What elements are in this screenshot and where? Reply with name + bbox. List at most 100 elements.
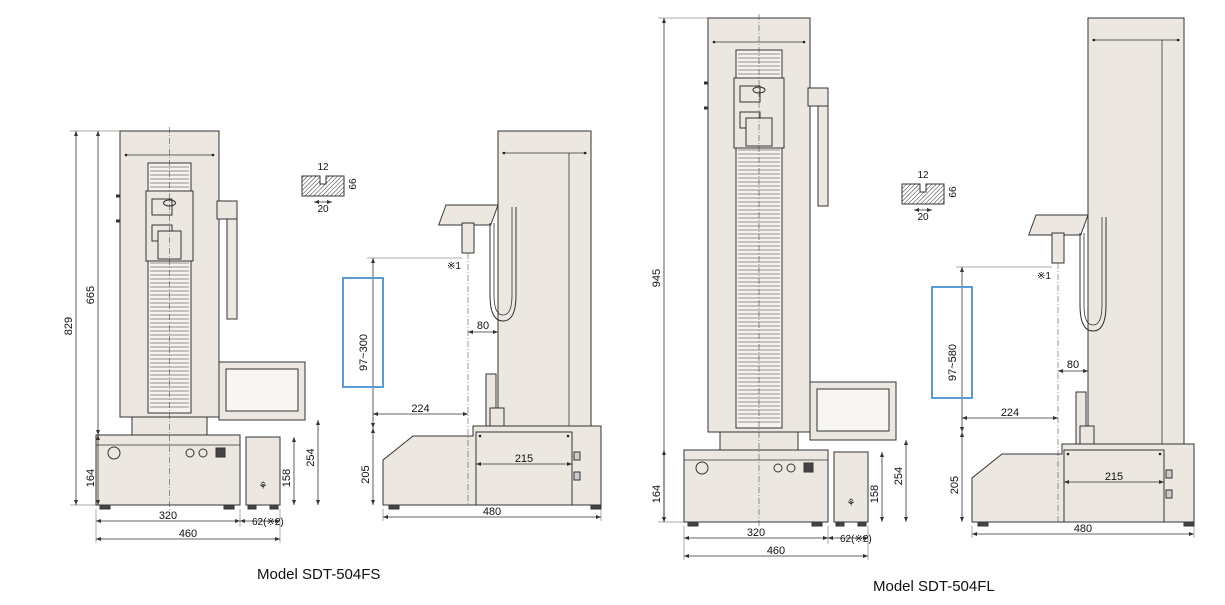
side-gauge [1079, 425, 1095, 445]
carriage-block [151, 198, 173, 216]
dim-side-total-arrow-r [596, 515, 601, 519]
dim-side-offset-arrow-r [1053, 416, 1058, 420]
t-slot-section [901, 183, 945, 205]
dim-controller-width-arrow-l [828, 536, 833, 540]
dim-controller-height-value: 158 [281, 469, 293, 487]
dim-side-box-arrow-l [1064, 480, 1069, 484]
dim-display-height-arrow-t [316, 420, 320, 425]
side-foot [388, 504, 400, 510]
dim-controller-width-arrow-r [863, 536, 868, 540]
side-probe [461, 222, 475, 254]
controller-foot [857, 521, 867, 527]
dim-display-height-value: 254 [305, 448, 317, 466]
control-knob-icon [198, 448, 208, 458]
base-body [683, 449, 829, 523]
dim-total-width-arrow-l [684, 554, 689, 558]
stroke-range-highlight-box [342, 277, 384, 388]
side-gauge [489, 407, 505, 427]
side-box [475, 431, 573, 506]
dim-side-base-value: 205 [360, 465, 372, 483]
side-box [1063, 449, 1165, 523]
dim-column-offset-arrow-r [1083, 369, 1088, 373]
side-bracket [216, 200, 238, 220]
t-slot-width-dim-arrow-r [927, 208, 932, 212]
dim-side-total-arrow-l [383, 515, 388, 519]
dim-stroke-value: 97~300 [358, 334, 370, 371]
dim-column-offset-arrow-r [493, 330, 498, 334]
dim-stroke-arrow-t [960, 267, 964, 272]
bolt-dot [502, 151, 506, 155]
dim-base-width-arrow-l [684, 536, 689, 540]
dim-column-offset-arrow-l [468, 330, 473, 334]
dim-stroke-value: 97~580 [947, 344, 959, 381]
bolt-dot [1066, 452, 1070, 456]
side-probe [1051, 232, 1065, 264]
dim-controller-height-arrow-b [292, 500, 296, 505]
base-foot [811, 521, 823, 527]
power-knob-icon [695, 461, 709, 475]
dim-side-base-arrow-b [371, 500, 375, 505]
dim-base-width-arrow-r [823, 536, 828, 540]
t-slot-depth-value: 66 [948, 186, 959, 198]
dim-display-height-arrow-b [904, 517, 908, 522]
base-foot [687, 521, 699, 527]
note-ref-label: ※1 [447, 261, 461, 272]
dim-stroke-arrow-b [960, 427, 964, 432]
dim-overall-height-value: 945 [651, 269, 663, 287]
dim-side-base-value: 205 [949, 476, 961, 494]
dim-base-width-arrow-r [235, 519, 240, 523]
dim-total-width-arrow-l [96, 537, 101, 541]
dim-side-total-value: 480 [483, 506, 501, 518]
dim-side-offset-value: 224 [1001, 407, 1019, 419]
dim-total-width-arrow-r [863, 554, 868, 558]
dim-side-box-arrow-r [1159, 480, 1164, 484]
side-foot [977, 521, 989, 527]
t-slot-width-dim-arrow-l [914, 208, 919, 212]
t-slot-depth-value: 66 [348, 178, 359, 190]
dim-controller-height-arrow-b [880, 517, 884, 522]
dim-display-height-arrow-b [316, 500, 320, 505]
base-body [95, 434, 241, 506]
base-foot [99, 504, 111, 510]
dim-controller-height-arrow-t [880, 452, 884, 457]
dim-controller-width-value: 62(※2) [840, 534, 872, 545]
controller-foot [269, 504, 279, 510]
dim-side-offset-arrow-l [962, 416, 967, 420]
dim-display-height-value: 254 [893, 467, 905, 485]
dim-side-total-value: 480 [1074, 523, 1092, 535]
t-slot-top-value: 12 [917, 170, 929, 181]
dim-controller-height-arrow-t [292, 437, 296, 442]
bolt-dot [712, 40, 716, 44]
dim-base-height-value: 164 [651, 485, 663, 503]
note-ref-label: ※1 [1037, 271, 1051, 282]
dim-side-offset-value: 224 [411, 403, 429, 415]
dim-side-box-arrow-l [476, 462, 481, 466]
dim-side-base-arrow-b [960, 517, 964, 522]
dim-base-height-arrow-b [662, 517, 666, 522]
t-slot-width-dim-arrow-l [314, 200, 319, 204]
bolt-dot [211, 153, 215, 157]
carriage-block [739, 85, 761, 103]
dim-base-width-value: 320 [747, 527, 765, 539]
side-column [497, 130, 592, 433]
bolt-dot [1092, 38, 1096, 42]
dim-side-box-value: 215 [515, 453, 533, 465]
connector-port-icon [803, 462, 814, 473]
side-head [438, 204, 499, 226]
dim-side-offset-arrow-l [373, 412, 378, 416]
side-rail [817, 105, 829, 207]
t-slot-top-value: 12 [317, 162, 329, 173]
dim-total-width-arrow-r [275, 537, 280, 541]
cable-chain-inner [493, 207, 513, 316]
t-slot-width-value: 20 [317, 204, 329, 215]
dim-base-height-arrow-t [96, 435, 100, 440]
bolt-dot [1176, 38, 1180, 42]
stroke-range-highlight-box [931, 286, 973, 399]
bolt-dot [478, 434, 482, 438]
bolt-dot [802, 40, 806, 44]
dim-column-offset-arrow-l [1058, 369, 1063, 373]
dim-side-base-arrow-t [371, 428, 375, 433]
